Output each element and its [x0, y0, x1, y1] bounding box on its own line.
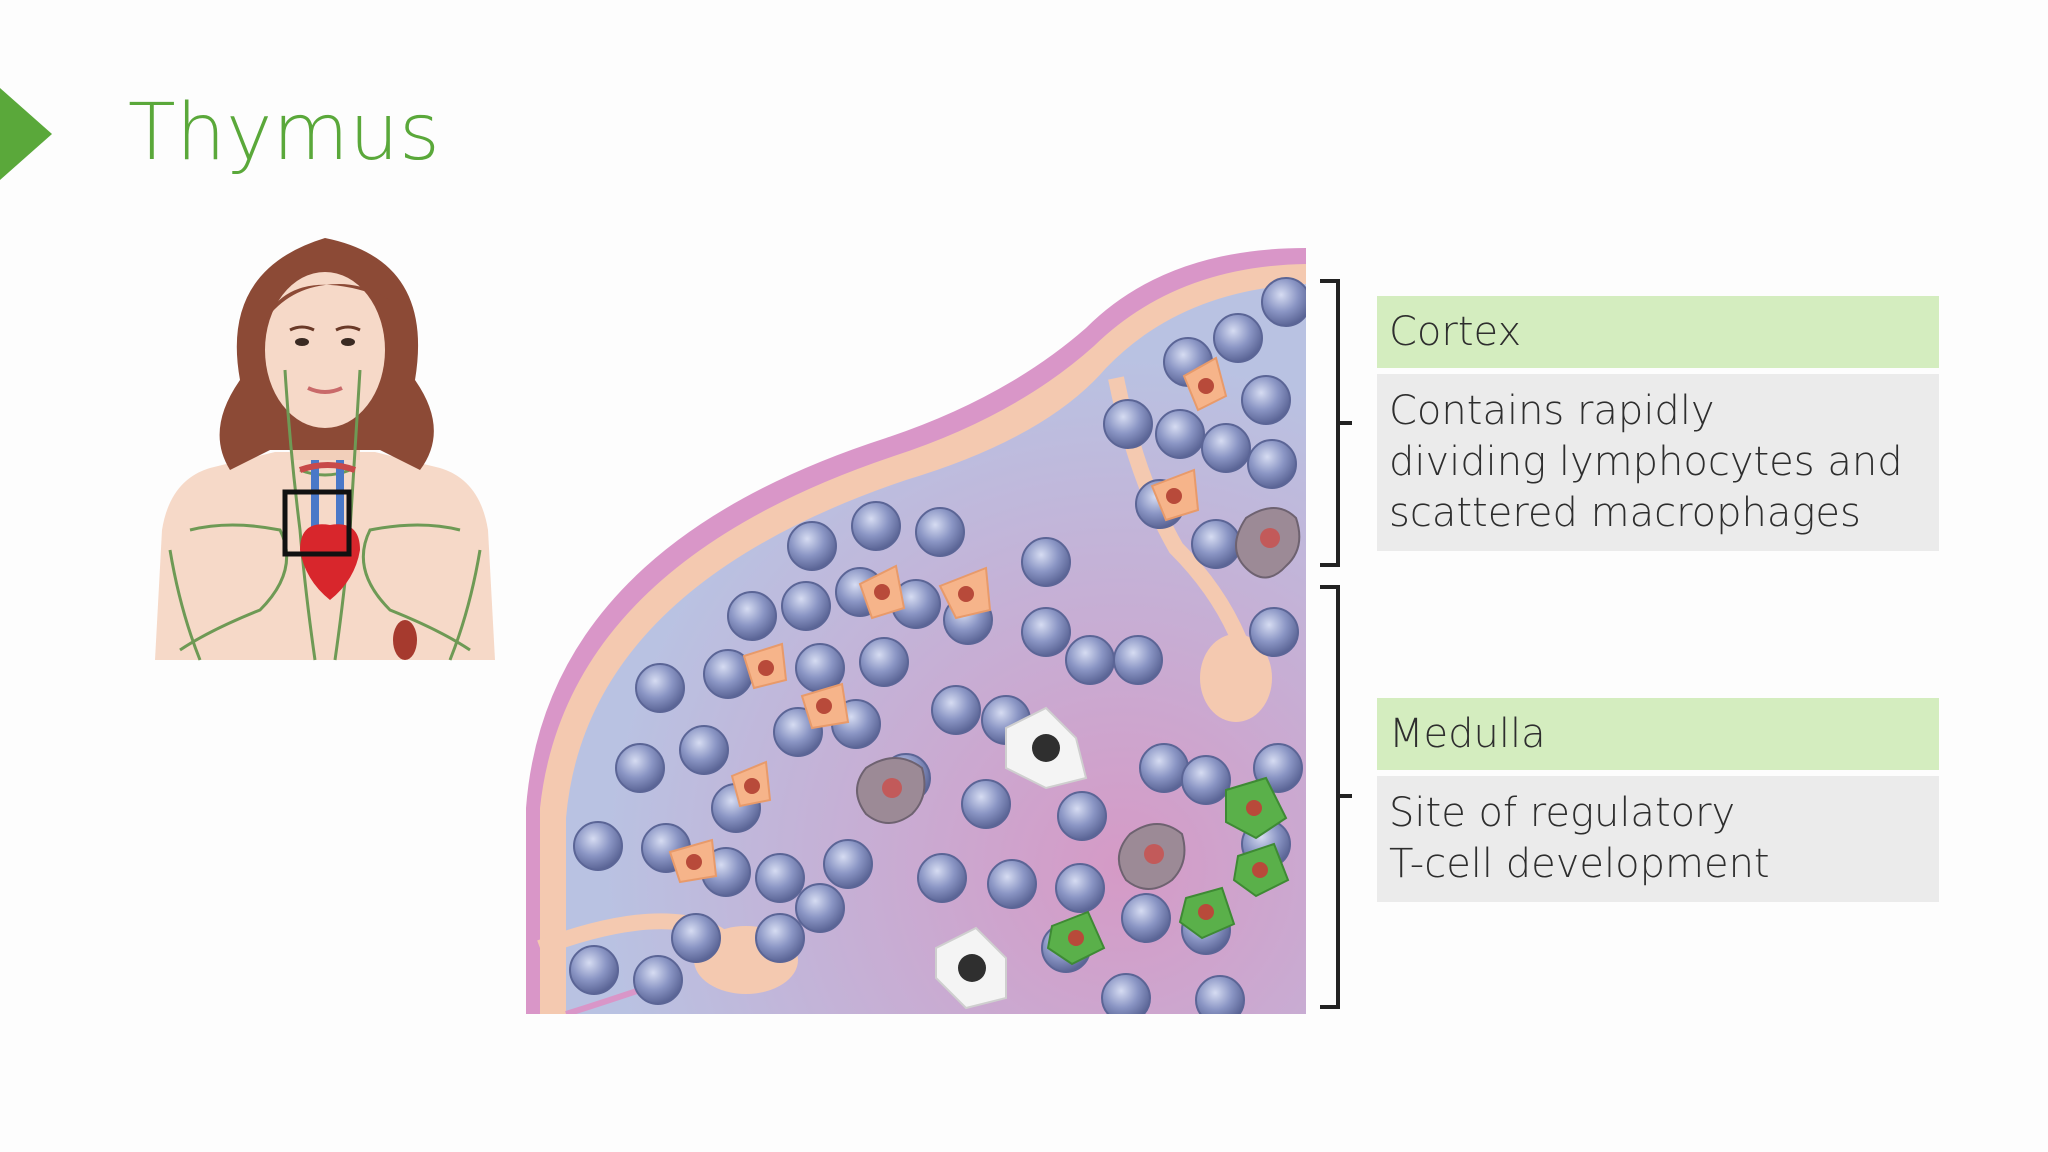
medulla-label: Medulla: [1377, 698, 1939, 770]
cortex-panel: Cortex Contains rapidly dividing lymphoc…: [1377, 296, 1939, 551]
medulla-description-line: T-cell development: [1389, 841, 1770, 887]
medulla-description-line: Site of regulatory: [1389, 790, 1736, 836]
cortex-label: Cortex: [1377, 296, 1939, 368]
medulla-panel: Medulla Site of regulatory T-cell develo…: [1377, 698, 1939, 902]
slide-arrow-icon: [0, 88, 52, 180]
medulla-description: Site of regulatory T-cell development: [1377, 776, 1939, 902]
cortex-description: Contains rapidly dividing lymphocytes an…: [1377, 374, 1939, 551]
cortex-bracket: [1320, 279, 1352, 567]
human-body-illustration: [155, 238, 495, 661]
slide-title: Thymus: [128, 88, 441, 178]
medulla-bracket: [1320, 585, 1352, 1009]
lymphocytes: [569, 277, 1306, 1014]
cortex-description-line: dividing lymphocytes and: [1389, 439, 1903, 485]
thymus-tissue-illustration: [526, 248, 1306, 1014]
cortex-description-line: Contains rapidly: [1389, 388, 1715, 434]
cortex-description-line: scattered macrophages: [1389, 490, 1861, 536]
